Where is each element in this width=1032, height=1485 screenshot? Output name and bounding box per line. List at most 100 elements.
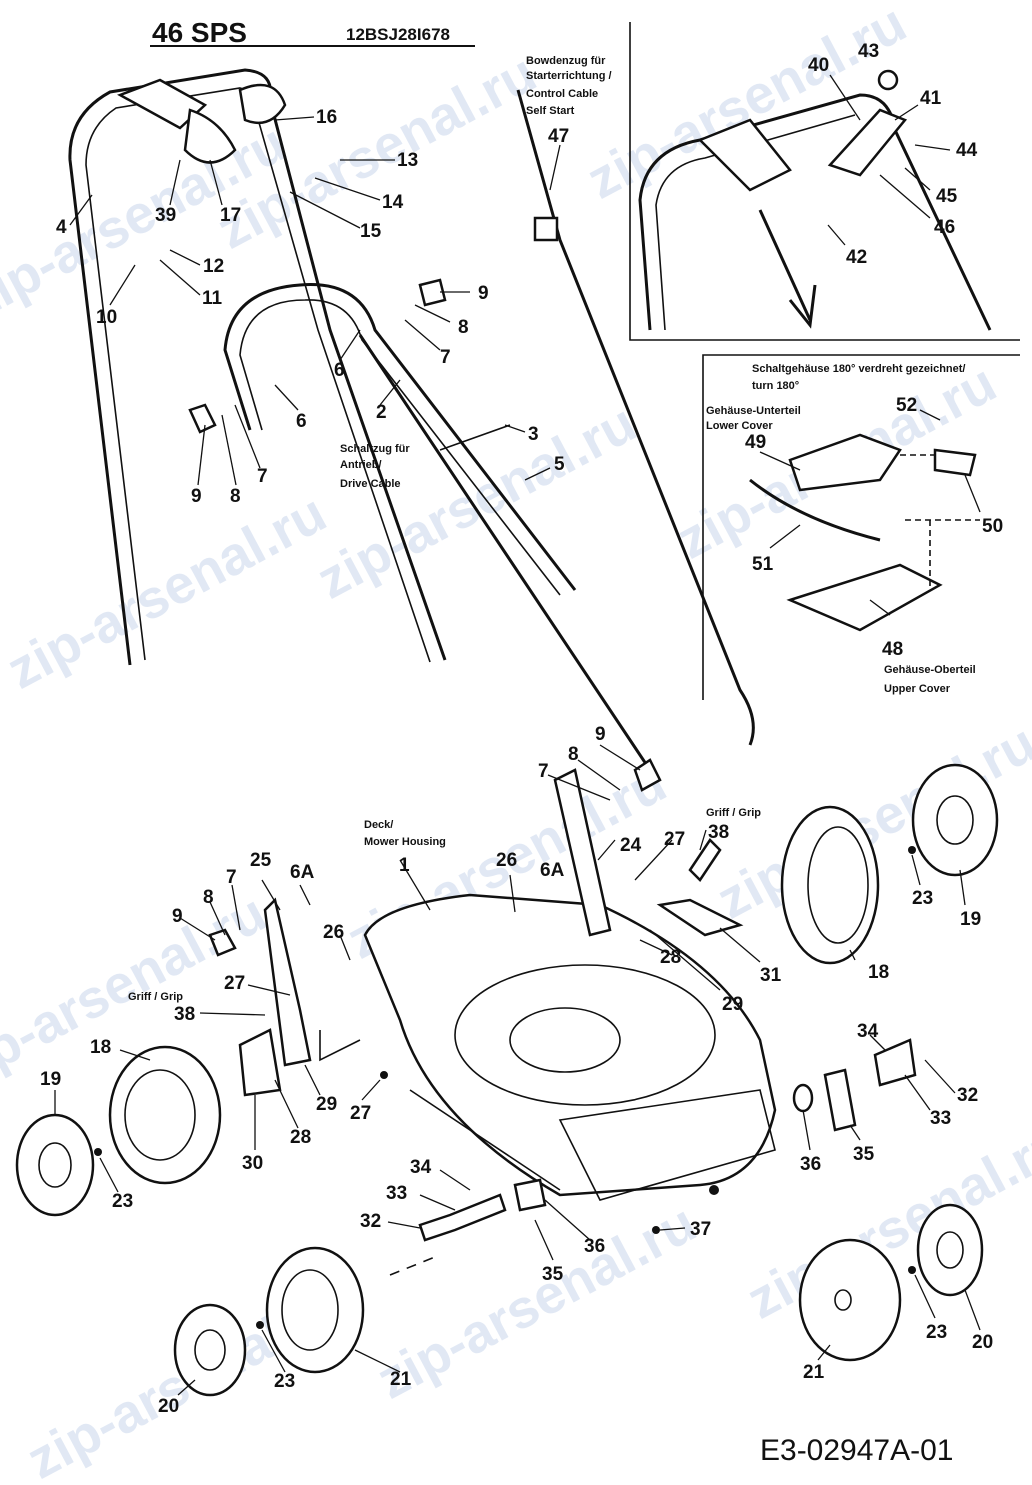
part-number-9-lower: 9 xyxy=(172,906,183,927)
part-number-1: 1 xyxy=(399,855,410,876)
leader-20-right xyxy=(964,1289,981,1331)
leader-38-left xyxy=(199,1012,266,1016)
leader-23-lower-right xyxy=(914,1274,936,1319)
leader-7-lower xyxy=(231,884,241,931)
wheel-21-right-center xyxy=(834,1289,852,1311)
part-number-20-left: 20 xyxy=(158,1396,179,1417)
hubcap-20-right-center xyxy=(936,1231,964,1269)
part-number-30: 30 xyxy=(242,1153,263,1174)
part-number-47: 47 xyxy=(548,126,569,147)
part-number-38-left: 38 xyxy=(174,1004,195,1025)
part-number-41: 41 xyxy=(920,88,942,109)
diagram-code: E3-02947A-01 xyxy=(760,1434,953,1467)
screw-27 xyxy=(380,1071,388,1079)
leader-39 xyxy=(169,159,181,206)
axle-dash xyxy=(389,1254,441,1276)
wheel-21-right xyxy=(798,1238,902,1362)
leader-3 xyxy=(504,424,526,433)
part-number-9-right: 9 xyxy=(595,724,606,745)
leader-27-right xyxy=(634,839,673,881)
part-number-13: 13 xyxy=(397,150,418,171)
part-number-37: 37 xyxy=(690,1219,711,1240)
leader-40 xyxy=(829,74,861,121)
knob-9-upper xyxy=(418,278,447,307)
part-number-52: 52 xyxy=(896,395,917,416)
part-number-32-right: 32 xyxy=(957,1085,978,1106)
label-drive-cable-line3: Drive Cable xyxy=(340,478,401,490)
label-grip-left: Griff / Grip xyxy=(128,991,183,1003)
part-number-4: 4 xyxy=(56,217,67,238)
part-number-26-right: 26 xyxy=(496,850,517,871)
deck-rim xyxy=(409,1089,561,1191)
part-number-33-left: 33 xyxy=(386,1183,407,1204)
hubcap-19-right-center xyxy=(936,795,974,845)
leader-35-left xyxy=(534,1219,554,1261)
inset-dash-lines xyxy=(900,454,980,590)
knob-9-left xyxy=(188,403,217,434)
part-number-27-deck: 27 xyxy=(350,1103,371,1124)
part-number-26-left: 26 xyxy=(323,922,344,943)
leader-6-lower xyxy=(274,384,299,411)
part-number-29-left: 29 xyxy=(316,1094,337,1115)
left-bracket xyxy=(238,897,361,1097)
leader-35-right xyxy=(849,1124,861,1141)
leader-31 xyxy=(719,927,761,963)
leader-18-left xyxy=(119,1049,151,1061)
part-number-7-upper: 7 xyxy=(440,347,451,368)
part-number-39: 39 xyxy=(155,205,176,226)
part-number-33-right: 33 xyxy=(930,1108,951,1129)
label-upper-cover-line2: Upper Cover xyxy=(884,683,951,695)
axle-31 xyxy=(656,898,744,937)
label-mower-housing-line2: Mower Housing xyxy=(364,836,446,848)
part-number-29-right: 29 xyxy=(722,994,743,1015)
hubcap-20-left xyxy=(173,1303,247,1397)
plate-36-left xyxy=(513,1178,547,1212)
leader-23-lower-left xyxy=(261,1329,286,1373)
deck-dome xyxy=(454,964,716,1106)
leader-8-lower xyxy=(209,901,226,936)
part-number-27-right: 27 xyxy=(664,829,685,850)
leader-32-left xyxy=(387,1221,421,1229)
leader-45 xyxy=(904,167,931,191)
part-number-44: 44 xyxy=(956,140,978,161)
part-number-21-left: 21 xyxy=(390,1369,412,1390)
part-number-28-left: 28 xyxy=(290,1127,311,1148)
leader-23-left xyxy=(99,1157,119,1193)
right-bracket xyxy=(553,768,744,937)
part-number-24: 24 xyxy=(620,835,642,856)
leader-49 xyxy=(759,451,801,471)
leader-14 xyxy=(314,177,381,201)
leader-7-right xyxy=(547,774,611,801)
leader-12 xyxy=(169,249,201,266)
part-number-23-lower-right: 23 xyxy=(926,1322,947,1343)
part-number-16: 16 xyxy=(316,107,337,128)
leader-23-right xyxy=(911,854,921,886)
washer-36-right xyxy=(792,1083,814,1113)
upper-cover-part xyxy=(786,563,943,632)
part-number-6-lower: 6 xyxy=(296,411,307,432)
leader-51 xyxy=(769,524,801,549)
watermark-text: zip-arsenal.ru xyxy=(0,483,336,701)
text-labels: Bowdenzug für Starterrichtung / Control … xyxy=(128,55,976,1003)
header: 46 SPS 12BSJ28I678 xyxy=(150,17,475,48)
label-control-cable-line2: Starterrichtung / xyxy=(526,70,612,82)
inset-frame-handle xyxy=(629,22,1020,341)
leader-17 xyxy=(209,159,223,206)
deck-body xyxy=(363,893,777,1197)
switch-lever xyxy=(183,108,237,164)
leader-8-right xyxy=(577,759,621,791)
part-number-11: 11 xyxy=(202,288,223,309)
leader-36-right xyxy=(802,1109,811,1151)
part-number-10: 10 xyxy=(96,307,117,328)
part-number-12: 12 xyxy=(203,256,224,277)
label-control-cable-line4: Self Start xyxy=(526,105,575,117)
leader-9-left xyxy=(197,424,206,486)
leader-5 xyxy=(524,467,551,481)
part-number-32-left: 32 xyxy=(360,1211,381,1232)
nut-23-a xyxy=(94,1148,102,1156)
part-50 xyxy=(933,448,977,477)
leader-38-right xyxy=(699,829,707,851)
part-number-9-upper: 9 xyxy=(478,283,489,304)
leader-25 xyxy=(261,879,281,911)
leader-46 xyxy=(879,174,931,219)
